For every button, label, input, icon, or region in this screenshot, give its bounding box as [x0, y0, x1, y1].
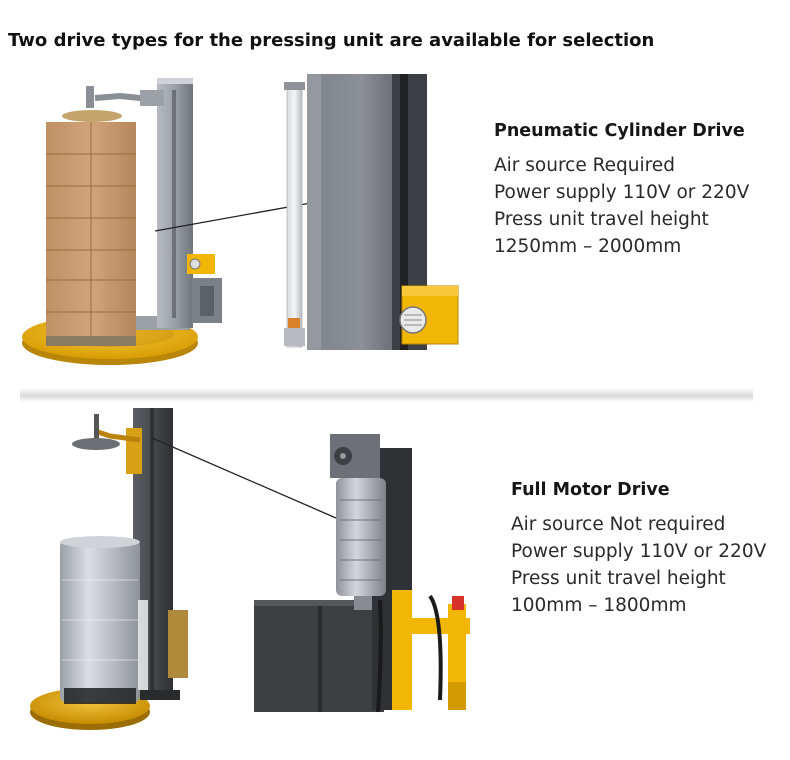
motor-drive-spec: Full Motor Drive Air source Not required… — [511, 480, 766, 619]
motor-drive-illustration — [30, 408, 470, 730]
spec-line-travel-label: Press unit travel height — [511, 568, 726, 589]
spec-line-air: Air source Required — [494, 155, 675, 176]
spec-line-power: Power supply 110V or 220V — [494, 182, 750, 203]
pneumatic-cylinder-detail-icon — [284, 74, 459, 350]
spec-line-travel-range: 100mm – 1800mm — [511, 595, 687, 616]
leader-line-top — [154, 198, 334, 232]
pneumatic-drive-title: Pneumatic Cylinder Drive — [494, 121, 745, 141]
section-divider — [20, 388, 753, 402]
pallet-wrapper-with-cartons-icon — [22, 78, 222, 365]
leader-line-bottom — [151, 437, 337, 519]
spec-line-air: Air source Not required — [511, 514, 726, 535]
page-title: Two drive types for the pressing unit ar… — [8, 30, 655, 51]
spec-line-travel-range: 1250mm – 2000mm — [494, 236, 682, 257]
pneumatic-drive-spec: Pneumatic Cylinder Drive Air source Requ… — [494, 121, 749, 260]
pneumatic-drive-illustration — [22, 74, 459, 365]
pallet-wrapper-with-film-icon — [30, 408, 188, 730]
spec-line-travel-label: Press unit travel height — [494, 209, 709, 230]
motor-drive-title: Full Motor Drive — [511, 480, 670, 500]
electric-motor-detail-icon — [254, 434, 470, 713]
spec-line-power: Power supply 110V or 220V — [511, 541, 767, 562]
